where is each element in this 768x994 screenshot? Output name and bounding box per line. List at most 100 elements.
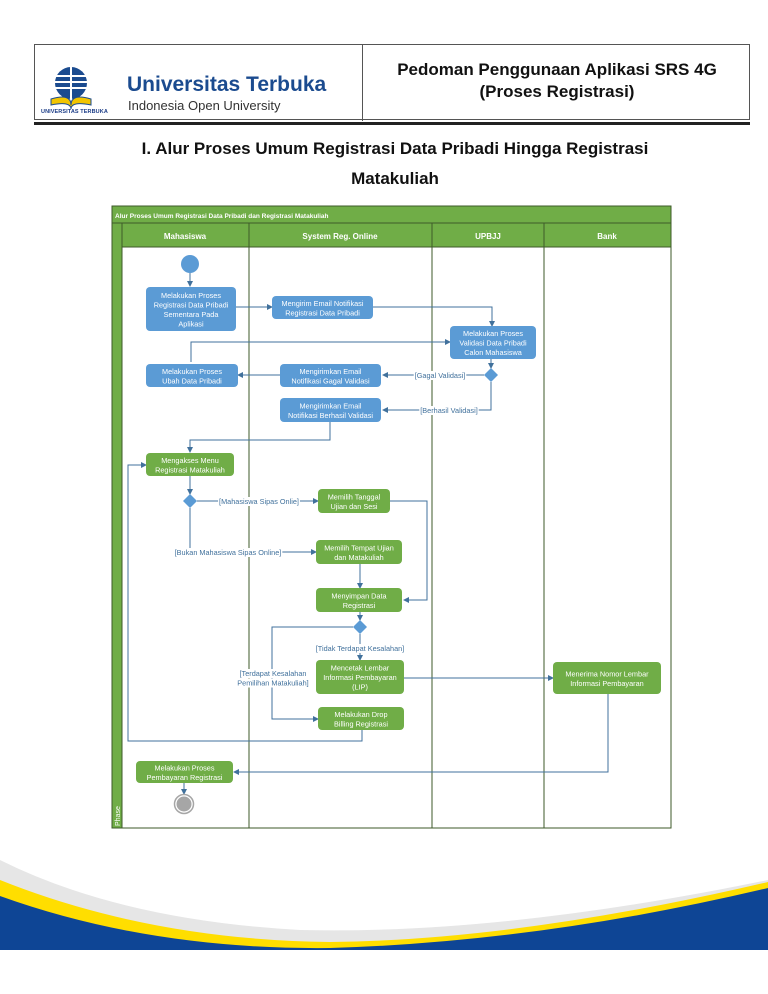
document-header: UNIVERSITAS TERBUKA Universitas Terbuka … (34, 44, 751, 121)
decision-error-icon (353, 620, 367, 634)
activity-node-label: Melakukan Proses (162, 367, 222, 376)
connector (187, 422, 331, 453)
connector (382, 382, 492, 413)
activity-node-box (146, 287, 236, 331)
activity-node-label: Aplikasi (178, 319, 204, 328)
section-title-line-1: I. Alur Proses Umum Registrasi Data Prib… (141, 139, 649, 158)
activity-node-label: Mengirimkan Email (299, 367, 361, 376)
activity-node-label: Registrasi (343, 601, 376, 610)
decision-validation-icon (484, 368, 498, 382)
lane-header-bank: Bank (597, 232, 617, 241)
activity-node-label: Menyimpan Data (331, 591, 387, 600)
lane-header-upbjj: UPBJJ (475, 232, 501, 241)
activity-node-label: Melakukan Proses (154, 763, 214, 772)
activity-node-label: (LIP) (352, 683, 368, 692)
activity-node-label: Validasi Data Pribadi (459, 339, 527, 348)
activity-node-label: Informasi Pembayaran (570, 679, 643, 688)
university-subtitle: Indonesia Open University (128, 98, 281, 113)
footer-wave-blue (0, 888, 768, 950)
guard-label: Pemilihan Matakuliah] (237, 679, 308, 688)
lane-header-mahasiswa: Mahasiswa (164, 232, 207, 241)
activity-node-box (272, 296, 373, 319)
activity-node-box (280, 398, 381, 422)
activity-node-box (316, 588, 402, 612)
activity-node-label: Registrasi Matakuliah (155, 465, 225, 474)
activity-node-label: Melakukan Drop (334, 710, 387, 719)
activity-node-label: Sementara Pada (164, 310, 220, 319)
activity-node-label: Melakukan Proses (161, 291, 221, 300)
guard-label: [Mahasiswa Sipas Onlie] (219, 497, 299, 506)
activity-node-box (553, 662, 661, 694)
activity-node-label: Mengirimkan Email (299, 401, 361, 410)
header-divider (362, 45, 363, 121)
activity-node-label: Notifikasi Berhasil Validasi (288, 411, 373, 420)
section-title: I. Alur Proses Umum Registrasi Data Prib… (110, 134, 680, 194)
guard-label: [Berhasil Validasi] (420, 406, 477, 415)
document-title-line-1: Pedoman Penggunaan Aplikasi SRS 4G (397, 60, 717, 79)
guard-label-bg (238, 669, 308, 678)
university-name: Universitas Terbuka (127, 73, 327, 96)
guard-label: [Gagal Validasi] (415, 371, 466, 380)
guard-label-bg (413, 371, 467, 380)
activity-node-label: Melakukan Proses (463, 329, 523, 338)
guard-label: [Bukan Mahasiswa Sipas Online] (175, 548, 282, 557)
activity-node-label: Pembayaran Registrasi (147, 773, 223, 782)
guard-label: [Tidak Terdapat Kesalahan] (316, 644, 404, 653)
activity-node-label: Mencetak Lembar (331, 664, 390, 673)
activity-node-box (318, 707, 404, 730)
footer-wave-decoration (0, 860, 768, 950)
activity-node-label: Notifikasi Gagal Validasi (291, 376, 370, 385)
connector (190, 339, 451, 362)
end-node-fill (176, 796, 192, 812)
activity-node-box (316, 540, 402, 564)
activity-node-box (450, 326, 536, 359)
guard-label: [Terdapat Kesalahan (240, 669, 307, 678)
activity-node-box (318, 489, 390, 513)
connector (373, 306, 495, 327)
document-title: Pedoman Penggunaan Aplikasi SRS 4G (Pros… (363, 59, 751, 103)
activity-node-label: Registrasi Data Pribadi (285, 308, 360, 317)
connector (390, 500, 428, 603)
connectors (127, 273, 609, 795)
header-rule (34, 122, 750, 125)
activity-node-label: Memilih Tempat Ujian (324, 543, 394, 552)
activity-node-label: Ubah Data Pribadi (162, 376, 222, 385)
section-title-line-2: Matakuliah (351, 169, 439, 188)
activity-node-box (280, 364, 381, 387)
lane-header-system: System Reg. Online (302, 232, 378, 241)
guard-label-bg (236, 678, 310, 688)
activity-node-box (146, 364, 238, 387)
activity-node-label: Billing Registrasi (334, 719, 388, 728)
phase-bar (111, 222, 123, 829)
activity-node-label: Ujian dan Sesi (330, 502, 377, 511)
guard-label-bg (173, 548, 283, 557)
activity-node-label: Menerima Nomor Lembar (565, 669, 649, 678)
lane-header-bar (121, 222, 672, 248)
activity-node-label: dan Matakuliah (334, 553, 384, 562)
activity-node-box (316, 660, 404, 694)
university-logo-icon (50, 67, 92, 110)
phase-label: Phase (115, 806, 122, 826)
guard-label-bg (314, 644, 406, 653)
activity-node-box (146, 453, 234, 476)
activity-node-label: Memilih Tanggal (328, 492, 381, 501)
activity-node-label: Registrasi Data Pribadi (154, 300, 229, 309)
start-node-icon (181, 255, 199, 273)
decision-sipas-icon (183, 494, 197, 508)
activity-node-label: Mengakses Menu (161, 456, 219, 465)
logo-caption: UNIVERSITAS TERBUKA (41, 109, 108, 115)
activity-node-box (136, 761, 233, 783)
guard-label-bg (419, 406, 479, 415)
connector (233, 694, 609, 775)
